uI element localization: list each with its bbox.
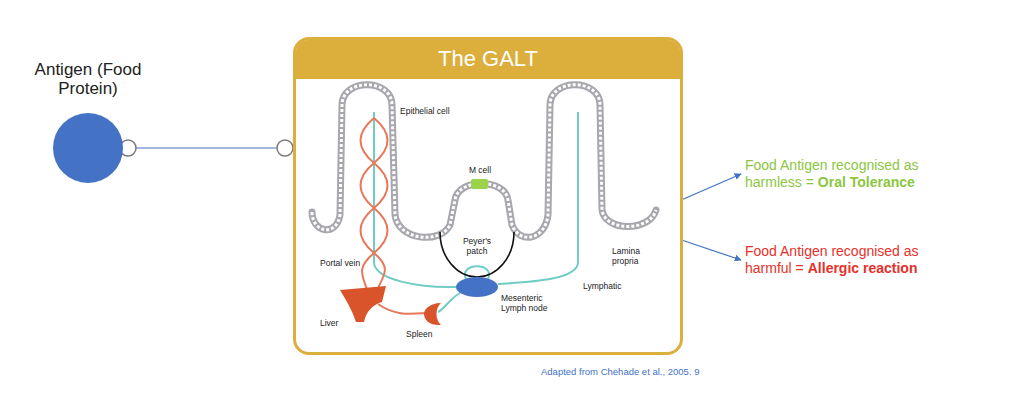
- liver: [340, 286, 386, 322]
- epithelium-outline: [312, 85, 656, 238]
- peyers-patch: [440, 232, 514, 277]
- outcome-tolerance: Food Antigen recognised as harmless =Ora…: [745, 157, 950, 191]
- part-label: Lymphatic: [583, 281, 633, 291]
- galt-panel: The GALT: [293, 37, 683, 355]
- lymph-node: [456, 277, 498, 297]
- part-label: Peyer's patch: [455, 236, 499, 256]
- antigen-circle-shape: [52, 112, 124, 184]
- outcome-result: Allergic reaction: [808, 260, 918, 276]
- connector: [136, 147, 277, 148]
- connector-end: [277, 140, 293, 156]
- caption: Adapted from Chehade et al., 2005. 9: [541, 366, 699, 377]
- outcome-result: Oral Tolerance: [818, 174, 915, 190]
- spleen: [424, 303, 441, 325]
- panel-title: The GALT: [438, 46, 538, 71]
- outcome-allergy: Food Antigen recognised as harmful =Alle…: [745, 243, 950, 277]
- part-label: Spleen: [406, 329, 442, 339]
- m-cell: [471, 179, 488, 189]
- connector: [683, 174, 741, 199]
- part-label: Portal vein: [320, 258, 364, 268]
- part-label: Epithelial cell: [400, 106, 460, 116]
- part-label: M cell: [460, 165, 500, 175]
- title-band: The GALT: [296, 40, 680, 79]
- connector: [683, 241, 741, 260]
- antigen-circle: Antigen (Food Protein): [28, 60, 148, 184]
- part-label: Mesenteric Lymph node: [501, 293, 553, 313]
- antigen-label: Antigen (Food Protein): [28, 60, 148, 98]
- part-label: Liver: [320, 318, 350, 328]
- part-label: Lamina propria: [612, 246, 652, 266]
- antigen-circle-fill: [53, 113, 123, 183]
